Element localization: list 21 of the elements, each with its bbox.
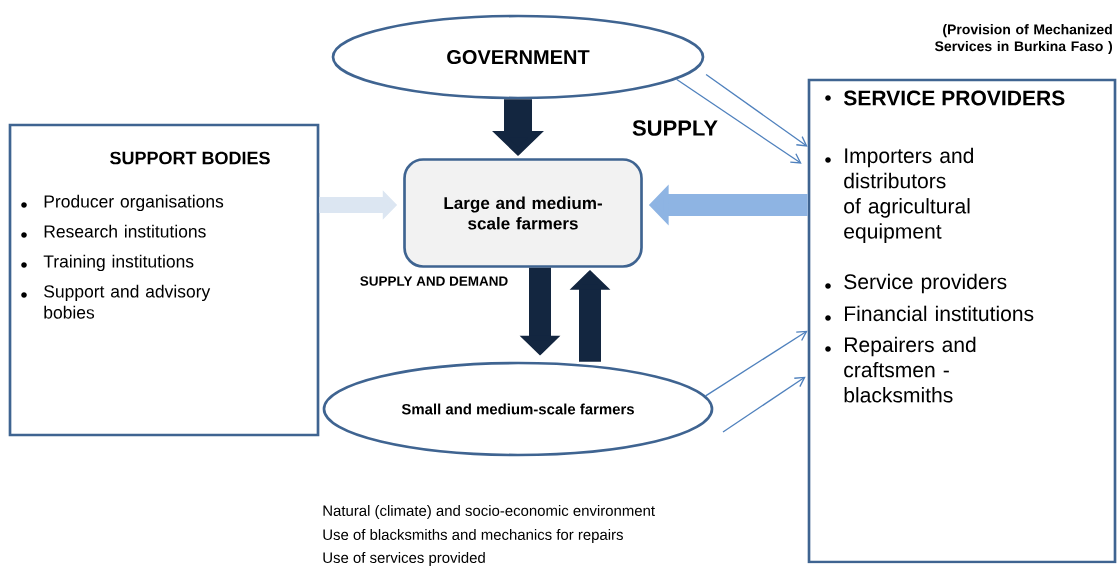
bullet-item: Training institutions (21, 254, 194, 272)
note-text: Natural (climate) and socio-economic environment (323, 505, 655, 519)
bullet-item: Financial institutions (825, 305, 1034, 322)
note-text: Use of services provided (323, 552, 485, 566)
heading: SERVICE PROVIDERS (843, 90, 1065, 106)
bullet-item: Producer organisations (21, 194, 224, 212)
bullet-item: Support and advisory bobies (21, 284, 211, 319)
note-text: SUPPLY (632, 120, 718, 136)
note-text: (Provision of Mechanized Services in Burkina Faso ) (934, 24, 1112, 54)
rounded-box: Large and medium-scale farmers (403, 158, 643, 268)
arrow (705, 73, 808, 147)
arrow (722, 376, 806, 433)
bullet-item: Research institutions (21, 224, 206, 238)
note-text: Use of blacksmiths and mechanics for repairs (323, 529, 623, 543)
arrow (705, 330, 808, 397)
bullet-item: Importers and distributors of agricultural equipment (825, 147, 974, 243)
note-text: SUPPLY AND DEMAND (360, 276, 508, 286)
bullet-item: Repairers and craftsmen - blacksmiths (825, 336, 976, 403)
heading: SUPPORT BODIES (110, 151, 270, 165)
bullet-item: Service providers (825, 273, 1007, 294)
arrow (675, 78, 802, 164)
